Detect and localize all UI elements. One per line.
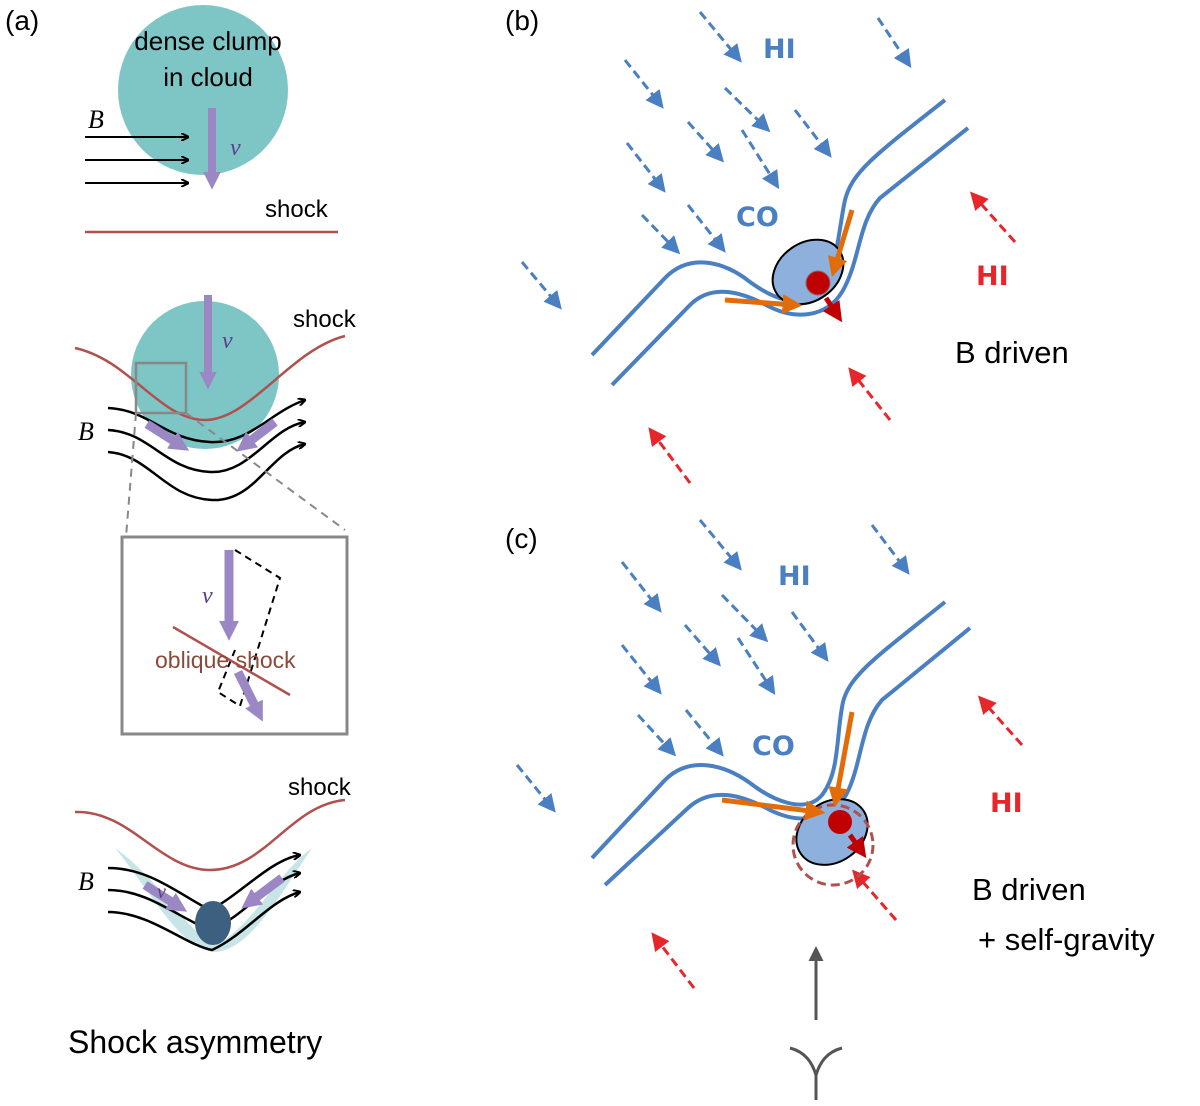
core-motion-arrow xyxy=(822,296,843,323)
co-label-c: CO xyxy=(752,731,795,762)
panel-c-caption-line1: B driven xyxy=(972,872,1086,907)
velocity-decomposition xyxy=(216,549,282,708)
panel-a-caption: Shock asymmetry xyxy=(68,1024,322,1060)
panel-c: (c) HI CO HI xyxy=(505,519,1155,1100)
hi-label-red: HI xyxy=(976,261,1009,292)
clump-label-line1: dense clump xyxy=(134,26,281,56)
orange-flow-vertical-c xyxy=(828,711,855,808)
v-symbol-3: v xyxy=(157,881,166,903)
hi-counterflow-arrows xyxy=(648,191,1017,484)
zoom-box xyxy=(134,361,188,415)
hi-label-blue-c: HI xyxy=(778,561,811,592)
dense-core xyxy=(805,270,831,296)
hi-label-blue: HI xyxy=(763,34,796,65)
dense-core-c xyxy=(828,810,852,834)
v-symbol-2: v xyxy=(222,328,233,354)
dense-clump xyxy=(118,5,288,175)
shock-curve-3 xyxy=(74,798,346,872)
panel-b-label: (b) xyxy=(505,5,539,36)
b-symbol-2: B xyxy=(78,417,94,446)
dense-core xyxy=(195,901,231,945)
panel-b: (b) HI CO HI B dr xyxy=(505,5,1069,484)
b-symbol-3: B xyxy=(78,867,94,896)
flow-arrow-left xyxy=(144,420,190,451)
magnetic-field-lines xyxy=(590,98,970,387)
compressed-sheet xyxy=(115,848,312,952)
hi-counterflow-arrows-c xyxy=(651,695,1024,989)
panel-c-caption-line2: + self-gravity xyxy=(978,922,1155,957)
shock-label: shock xyxy=(265,196,329,223)
b-symbol: B xyxy=(88,105,104,134)
panel-c-label: (c) xyxy=(505,523,538,554)
oblique-shock-label: oblique shock xyxy=(155,647,296,673)
flow-arrow-left-3 xyxy=(142,881,188,912)
inset-transmitted-arrow xyxy=(233,669,263,722)
oblique-shock-inset xyxy=(120,535,349,736)
panel-b-caption: B driven xyxy=(955,335,1069,370)
panel-a: (a) dense clump in cloud B v shock shock… xyxy=(5,5,357,1060)
curved-shock xyxy=(74,334,346,422)
orange-flow-horizontal-c xyxy=(721,797,826,821)
orange-flow-vertical xyxy=(828,209,855,278)
hi-inflow-arrows xyxy=(520,11,912,310)
panel-a-label: (a) xyxy=(5,5,39,36)
clump-label-line2: in cloud xyxy=(163,62,253,92)
zoom-guide-left xyxy=(125,412,137,538)
core-motion-arrow-c xyxy=(846,833,867,859)
shock-label-3: shock xyxy=(288,774,352,801)
oblique-shock-line xyxy=(172,625,291,697)
v-symbol-inset: v xyxy=(202,583,213,609)
b-field-arrows xyxy=(85,137,188,183)
orange-flow-horizontal xyxy=(724,294,803,315)
flow-arrow-right-3 xyxy=(241,874,285,909)
hi-label-red-c: HI xyxy=(990,788,1023,819)
shock-label-2: shock xyxy=(293,306,357,333)
co-label: CO xyxy=(736,202,779,233)
observer-eye-icon xyxy=(789,1046,843,1100)
hi-inflow-arrows-c xyxy=(515,519,910,813)
zoom-guide-right xyxy=(185,412,346,531)
v-symbol: v xyxy=(230,135,241,161)
flow-arrow-right xyxy=(236,418,278,452)
bent-field-lines xyxy=(107,400,305,502)
